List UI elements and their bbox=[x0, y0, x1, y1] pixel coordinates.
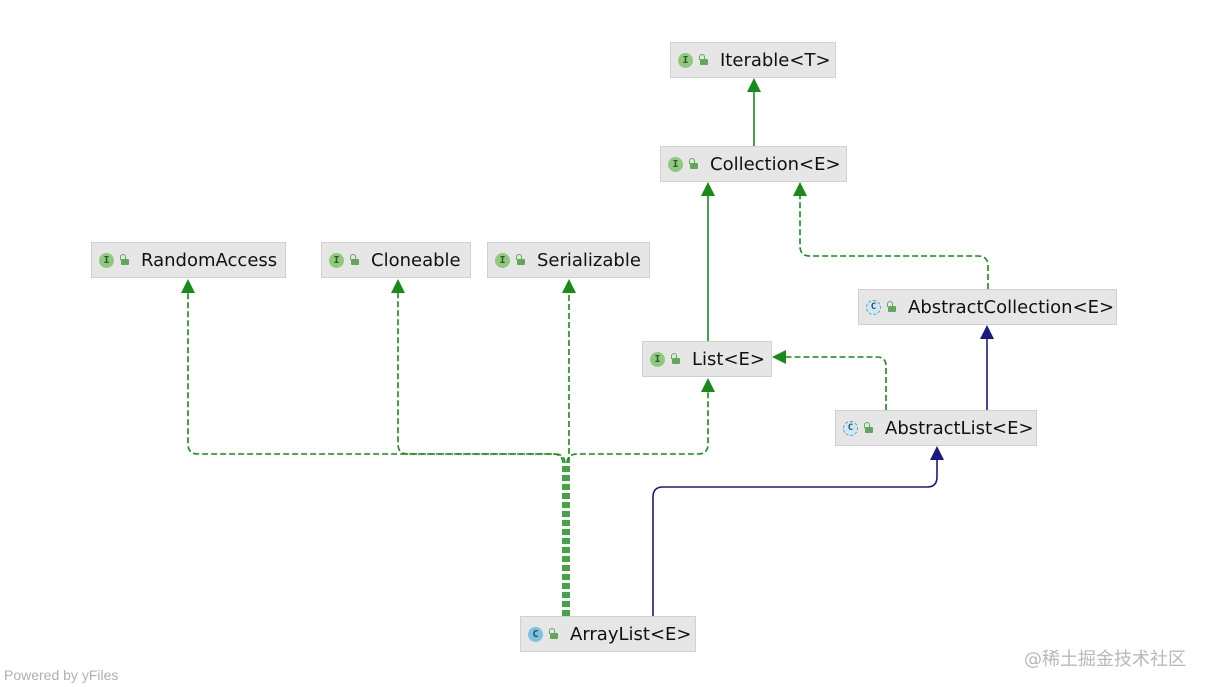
node-abstract-collection[interactable]: C AbstractCollection<E> bbox=[858, 289, 1117, 325]
edge-array-list-to-abstract-list bbox=[652, 446, 944, 616]
edge-line bbox=[799, 196, 989, 289]
arrowhead-icon bbox=[562, 279, 576, 293]
public-lock-icon bbox=[688, 158, 698, 170]
interface-icon: I bbox=[678, 52, 693, 68]
node-list[interactable]: I List<E> bbox=[642, 341, 772, 377]
node-label: Collection<E> bbox=[710, 153, 841, 175]
node-label: List<E> bbox=[692, 348, 766, 370]
class-icon: C bbox=[528, 626, 543, 642]
public-lock-icon bbox=[515, 254, 525, 266]
node-cloneable[interactable]: I Cloneable bbox=[321, 242, 471, 278]
public-lock-icon bbox=[670, 353, 680, 365]
arrowhead-icon bbox=[747, 78, 761, 92]
powered-by-footer: Powered by yFiles bbox=[4, 667, 119, 683]
interface-icon: I bbox=[668, 156, 683, 172]
interface-icon: I bbox=[495, 252, 510, 268]
edge-collection-to-iterable bbox=[747, 78, 761, 146]
node-label: RandomAccess bbox=[141, 249, 278, 271]
edge-layer bbox=[181, 78, 994, 616]
node-label: Cloneable bbox=[371, 249, 461, 271]
public-lock-icon bbox=[863, 422, 873, 434]
edge-line bbox=[187, 293, 564, 616]
edge-line bbox=[397, 293, 566, 616]
public-lock-icon bbox=[349, 254, 359, 266]
abstract-class-icon: C bbox=[843, 420, 858, 436]
abstract-class-icon: C bbox=[866, 299, 881, 315]
edge-abstract-list-to-list bbox=[772, 350, 887, 410]
edge-array-list-to-list bbox=[566, 378, 715, 616]
node-serializable[interactable]: I Serializable bbox=[487, 242, 650, 278]
interface-icon: I bbox=[650, 351, 665, 367]
watermark: @稀土掘金技术社区 bbox=[1024, 649, 1186, 670]
edge-line bbox=[786, 356, 887, 410]
node-label: Iterable<T> bbox=[720, 49, 831, 71]
edge-line bbox=[652, 460, 938, 616]
edge-array-list-to-serializable bbox=[562, 279, 576, 616]
edge-line bbox=[566, 392, 709, 616]
edge-array-list-to-cloneable bbox=[391, 279, 566, 616]
arrowhead-icon bbox=[701, 182, 715, 196]
edge-array-list-to-random-access bbox=[181, 279, 564, 616]
edge-abstract-list-to-abstract-collection bbox=[980, 325, 994, 410]
arrowhead-icon bbox=[181, 279, 195, 293]
node-label: ArrayList<E> bbox=[570, 623, 692, 645]
edge-list-to-collection bbox=[701, 182, 715, 341]
node-collection[interactable]: I Collection<E> bbox=[660, 146, 847, 182]
interface-icon: I bbox=[329, 252, 344, 268]
node-abstract-list[interactable]: C AbstractList<E> bbox=[835, 410, 1037, 446]
arrowhead-icon bbox=[980, 325, 994, 339]
arrowhead-icon bbox=[793, 182, 807, 196]
arrowhead-icon bbox=[391, 279, 405, 293]
public-lock-icon bbox=[886, 301, 896, 313]
arrowhead-icon bbox=[701, 378, 715, 392]
arrowhead-icon bbox=[930, 446, 944, 460]
public-lock-icon bbox=[119, 254, 129, 266]
arrowhead-icon bbox=[772, 350, 786, 364]
node-label: Serializable bbox=[537, 249, 641, 271]
node-array-list[interactable]: C ArrayList<E> bbox=[520, 616, 696, 652]
public-lock-icon bbox=[548, 628, 558, 640]
node-label: AbstractCollection<E> bbox=[908, 296, 1115, 318]
interface-icon: I bbox=[99, 252, 114, 268]
edge-abstract-collection-to-collection bbox=[793, 182, 989, 289]
node-random-access[interactable]: I RandomAccess bbox=[91, 242, 286, 278]
public-lock-icon bbox=[698, 54, 708, 66]
node-label: AbstractList<E> bbox=[885, 417, 1034, 439]
node-iterable[interactable]: I Iterable<T> bbox=[670, 42, 836, 78]
